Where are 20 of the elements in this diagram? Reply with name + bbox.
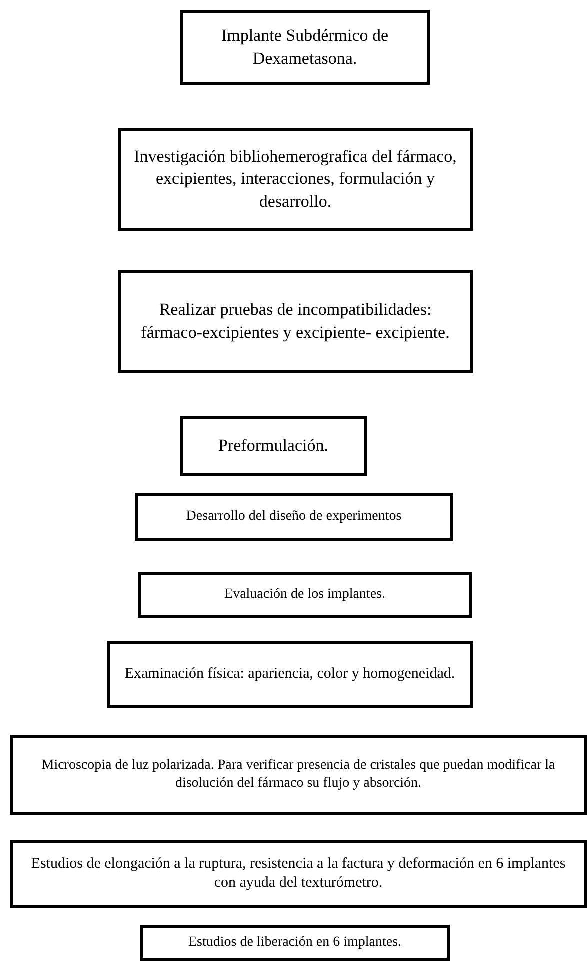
process-box xyxy=(118,270,473,373)
step-text: Estudios de elongación a la ruptura, resistencia a la factura y deformación en 6 implantes con ayuda del texturómetro. xyxy=(30,854,567,893)
step-text: Realizar pruebas de incompatibilidades: fármaco-excipientes y excipiente- excipiente. xyxy=(140,299,451,344)
process-box xyxy=(118,128,473,231)
step-text: Examinación física: apariencia, color y homogeneidad. xyxy=(124,664,456,684)
step-text: Investigación bibliohemerografica del fármaco, excipientes, interacciones, formulación y desarrollo. xyxy=(133,146,458,213)
process-box xyxy=(107,641,473,708)
process-box xyxy=(138,572,472,618)
step-text: Preformulación. xyxy=(218,434,328,457)
step-text: Desarrollo del diseño de experimentos xyxy=(186,508,402,526)
process-box xyxy=(180,10,430,85)
step-text: Estudios de liberación en 6 implantes. xyxy=(188,934,402,952)
step-text: Implante Subdérmico de Dexametasona. xyxy=(220,25,390,70)
process-box xyxy=(10,735,587,815)
process-box xyxy=(135,493,453,541)
step-text: Evaluación de los implantes. xyxy=(224,586,386,604)
process-box xyxy=(180,416,367,476)
process-box xyxy=(140,925,450,961)
process-box xyxy=(10,840,587,908)
step-text: Microscopia de luz polarizada. Para verificar presencia de cristales que puedan modificar la disolución del fármaco su flujo y absorción. xyxy=(40,756,556,793)
